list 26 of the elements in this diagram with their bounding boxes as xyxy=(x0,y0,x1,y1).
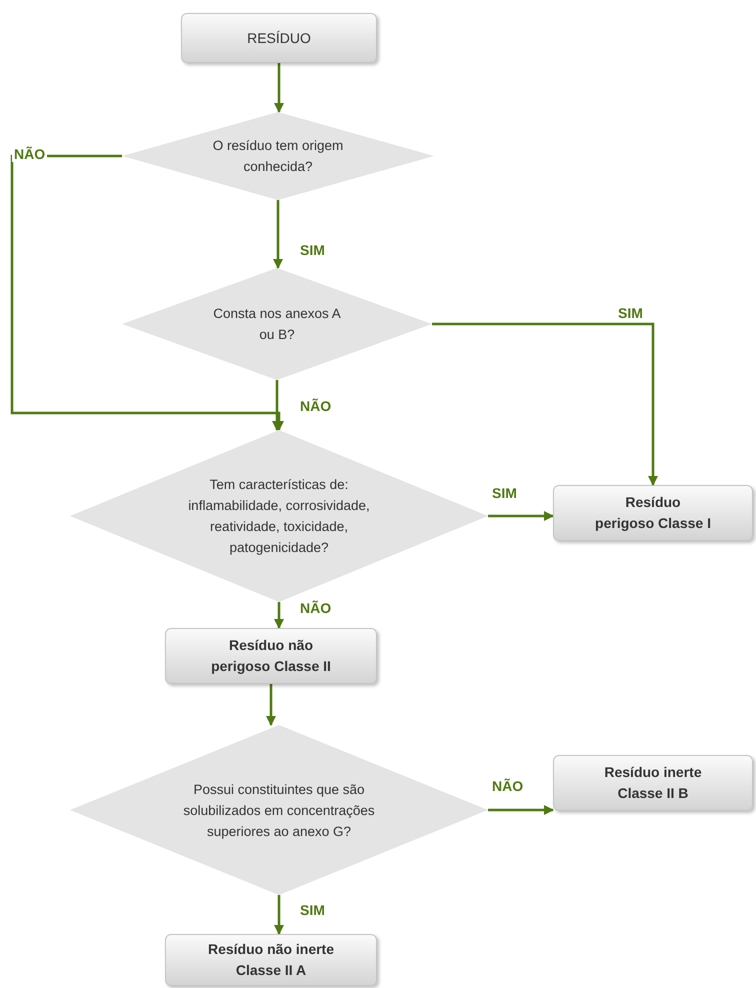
process-box: Resíduo perigoso Classe I xyxy=(553,485,753,541)
process-box: Resíduo inerte Classe II B xyxy=(553,755,753,811)
decision-text: Possui constituintes que são solubilizados em concentrações superiores ao anexo G? xyxy=(182,780,376,841)
arrow xyxy=(274,602,284,629)
arrow xyxy=(273,200,283,269)
arrow xyxy=(488,805,554,815)
arrow xyxy=(274,895,284,935)
process-box: Resíduo não inerte Classe II A xyxy=(165,934,377,986)
edge-label: NÃO xyxy=(12,146,48,162)
decision-text: Consta nos anexos A ou B? xyxy=(212,305,342,344)
edge-label: NÃO xyxy=(490,778,526,794)
arrow xyxy=(488,511,554,521)
arrow xyxy=(10,154,284,431)
arrow xyxy=(274,63,284,113)
decision-text: Tem características de: inflamabilidade, corrosividade, reatividade, toxicidade, patogenicidade? xyxy=(187,476,371,557)
edge-label: SIM xyxy=(616,305,645,321)
arrow xyxy=(432,322,658,486)
edge-label: SIM xyxy=(298,242,327,258)
edge-label: NÃO xyxy=(298,398,334,414)
arrow xyxy=(266,684,276,726)
process-box: Resíduo não perigoso Classe II xyxy=(165,628,377,684)
edge-label: SIM xyxy=(298,902,327,918)
edge-label: SIM xyxy=(490,485,519,501)
edge-label: NÃO xyxy=(298,600,334,616)
decision-text: O resíduo tem origem conhecida? xyxy=(212,137,344,176)
process-box: RESÍDUO xyxy=(181,13,377,63)
